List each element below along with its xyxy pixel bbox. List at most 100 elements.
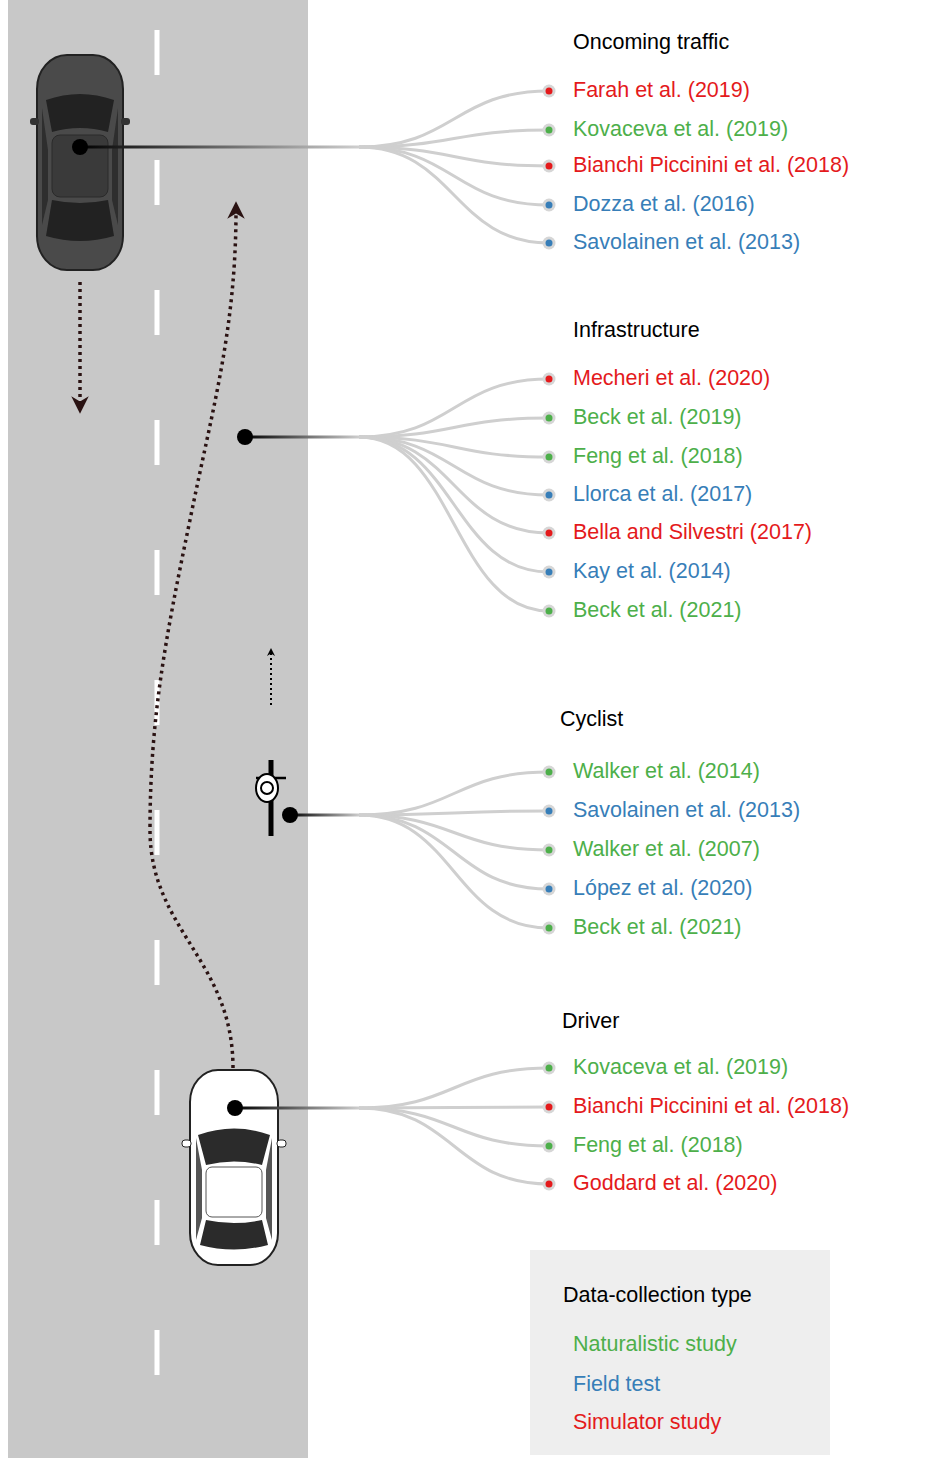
reference-dot-ring [543, 1062, 556, 1075]
leader-stem [80, 146, 360, 149]
reference-label: Kovaceva et al. (2019) [573, 1055, 788, 1081]
reference-dot-ring [543, 1178, 556, 1191]
reference-label: Beck et al. (2019) [573, 405, 742, 431]
reference-dot [546, 925, 553, 932]
legend-entry: Simulator study [573, 1410, 721, 1436]
legend-entry: Naturalistic study [573, 1332, 737, 1358]
reference-label: Feng et al. (2018) [573, 444, 743, 470]
reference-dot [546, 454, 553, 461]
reference-dot [546, 492, 553, 499]
overtaking-trajectory [150, 210, 236, 1068]
reference-dot-ring [543, 766, 556, 779]
leader-branch [359, 815, 549, 889]
reference-dot [546, 202, 553, 209]
leader-branch [359, 379, 549, 437]
reference-label: Goddard et al. (2020) [573, 1171, 777, 1197]
leader-stem [245, 436, 360, 439]
reference-dot-ring [543, 922, 556, 935]
reference-label: Bianchi Piccinini et al. (2018) [573, 1094, 849, 1120]
reference-label: Llorca et al. (2017) [573, 482, 752, 508]
reference-label: Bella and Silvestri (2017) [573, 520, 812, 546]
category-heading: Cyclist [560, 707, 623, 733]
reference-label: Beck et al. (2021) [573, 915, 742, 941]
leader-branch [359, 437, 549, 611]
reference-dot-ring [543, 527, 556, 540]
legend-label: Field test [573, 1372, 660, 1396]
reference-dot-ring [543, 412, 556, 425]
reference-label: Feng et al. (2018) [573, 1133, 743, 1159]
reference-label: Walker et al. (2007) [573, 837, 760, 863]
reference-label: Mecheri et al. (2020) [573, 366, 770, 392]
reference-label: Kovaceva et al. (2019) [573, 117, 788, 143]
reference-dot-ring [543, 199, 556, 212]
leader-branch [359, 811, 549, 815]
reference-dot [546, 808, 553, 815]
reference-label: Beck et al. (2021) [573, 598, 742, 624]
source-dot [237, 429, 253, 445]
reference-dot [546, 769, 553, 776]
reference-dot [546, 163, 553, 170]
reference-dot [546, 530, 553, 537]
reference-dot [546, 886, 553, 893]
reference-dot [546, 569, 553, 576]
reference-dot-ring [543, 85, 556, 98]
reference-label: Dozza et al. (2016) [573, 192, 755, 218]
road [8, 0, 308, 1458]
reference-label: López et al. (2020) [573, 876, 752, 902]
leader-branch [359, 147, 549, 243]
reference-label: Savolainen et al. (2013) [573, 230, 800, 256]
reference-dot [546, 415, 553, 422]
leader-branch [359, 437, 549, 572]
reference-dot [546, 1181, 553, 1188]
leader-branch [359, 1108, 549, 1184]
category-heading: Driver [562, 1009, 619, 1035]
reference-dot [546, 1065, 553, 1072]
reference-dot-ring [543, 605, 556, 618]
leader-branch [359, 772, 549, 815]
source-dot [227, 1100, 243, 1116]
reference-dot [546, 847, 553, 854]
reference-dot-ring [543, 844, 556, 857]
category-heading: Infrastructure [573, 318, 700, 344]
source-dot [282, 807, 298, 823]
reference-dot [546, 127, 553, 134]
reference-dot-ring [543, 124, 556, 137]
oncoming-trajectory [78, 282, 82, 405]
reference-dot-ring [543, 160, 556, 173]
legend-label: Naturalistic study [573, 1332, 737, 1356]
reference-dot [546, 240, 553, 247]
reference-label: Farah et al. (2019) [573, 78, 750, 104]
legend-entry: Field test [573, 1372, 660, 1398]
reference-label: Kay et al. (2014) [573, 559, 731, 585]
reference-dot [546, 88, 553, 95]
category-heading: Oncoming traffic [573, 30, 729, 56]
leader-branch [359, 91, 549, 147]
reference-label: Bianchi Piccinini et al. (2018) [573, 153, 849, 179]
reference-dot [546, 1143, 553, 1150]
source-dot [72, 139, 88, 155]
legend-title: Data-collection type [563, 1283, 752, 1309]
reference-dot [546, 1104, 553, 1111]
leader-stem [235, 1107, 360, 1110]
driver-car [182, 1070, 286, 1265]
leader-branch [359, 130, 549, 147]
leader-branch [359, 437, 549, 533]
reference-dot-ring [543, 805, 556, 818]
reference-dot-ring [543, 373, 556, 386]
leader-branch [359, 1068, 549, 1108]
reference-dot-ring [543, 237, 556, 250]
reference-label: Walker et al. (2014) [573, 759, 760, 785]
leader-branch [359, 418, 549, 437]
reference-dot-ring [543, 883, 556, 896]
reference-dot-ring [543, 566, 556, 579]
reference-dot [546, 376, 553, 383]
reference-dot-ring [543, 451, 556, 464]
reference-label: Savolainen et al. (2013) [573, 798, 800, 824]
leader-branch [359, 1108, 549, 1146]
leader-branch [359, 815, 549, 928]
reference-dot [546, 608, 553, 615]
legend-label: Simulator study [573, 1410, 721, 1434]
oncoming-car [30, 55, 130, 270]
reference-dot-ring [543, 489, 556, 502]
